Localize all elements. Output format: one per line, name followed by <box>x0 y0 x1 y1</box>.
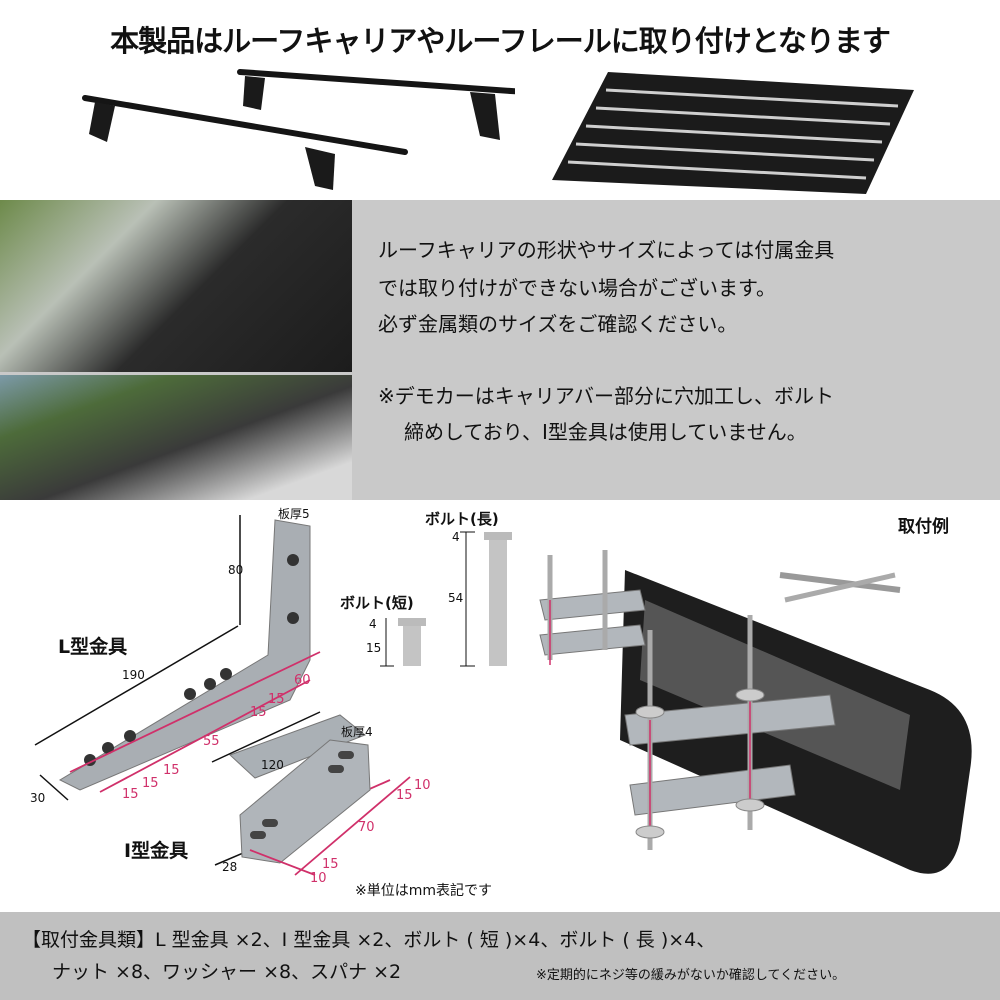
mounting-example-image <box>539 550 972 874</box>
bolt-long-label: ボルト(長) <box>425 510 499 528</box>
i-bracket-label: I型金具 <box>124 840 189 862</box>
bracket-diagram <box>34 515 391 910</box>
l-bracket-label: L型金具 <box>58 636 128 658</box>
bolts-image <box>380 531 512 667</box>
bolt-short-shaft: 15 <box>366 641 382 655</box>
i-dim-15: 15 <box>322 857 339 872</box>
included-parts-line1: 【取付金具類】L 型金具 ×2、I 型金具 ×2、ボルト ( 短 )×4、ボルト… <box>22 929 716 951</box>
roof-bars-image <box>82 69 515 190</box>
l-height: 80 <box>228 563 244 577</box>
maintenance-note: ※定期的にネジ等の緩みがないか確認してください。 <box>536 968 846 983</box>
l-dim-15: 15 <box>268 692 285 707</box>
i-length: 120 <box>261 758 284 772</box>
bolt-short-label: ボルト(短) <box>340 594 414 612</box>
i-bracket-image <box>239 739 411 876</box>
roof-rack-platform-image <box>552 72 914 194</box>
bolt-short-head: 4 <box>369 617 377 631</box>
l-dim-60: 60 <box>294 673 311 688</box>
notice-note: ※デモカーはキャリアバー部分に穴加工し、ボルト <box>378 384 834 408</box>
l-dim-15: 15 <box>250 705 267 720</box>
mount-photo-2 <box>0 375 352 500</box>
i-dim-10: 10 <box>310 871 327 886</box>
l-dim-15: 15 <box>163 763 180 778</box>
bolt-long-head: 4 <box>452 530 460 544</box>
l-dim-15: 15 <box>122 787 139 802</box>
l-length: 190 <box>122 668 145 682</box>
notice-line: 必ず金属類のサイズをご確認ください。 <box>378 312 738 336</box>
i-dim-70: 70 <box>358 820 375 835</box>
mount-photo-1 <box>0 200 352 372</box>
notice-line: では取り付けができない場合がございます。 <box>378 276 776 300</box>
included-parts-line2: ナット ×8、ワッシャー ×8、スパナ ×2 <box>52 961 402 983</box>
l-dim-15: 15 <box>142 776 159 791</box>
notice-note: 締めしており、I型金具は使用していません。 <box>404 420 807 444</box>
i-dim-15: 15 <box>396 788 413 803</box>
l-thickness: 板厚5 <box>278 507 310 521</box>
example-label: 取付例 <box>898 517 949 537</box>
page-title: 本製品はルーフキャリアやルーフレールに取り付けとなります <box>110 24 891 58</box>
i-thickness: 板厚4 <box>341 725 373 739</box>
included-parts-bar <box>0 912 1000 1000</box>
unit-note: ※単位はmm表記です <box>355 883 493 899</box>
l-dim-55: 55 <box>203 734 220 749</box>
bolt-long-shaft: 54 <box>448 591 464 605</box>
notice-line: ルーフキャリアの形状やサイズによっては付属金具 <box>378 238 835 262</box>
l-width: 30 <box>30 791 46 805</box>
i-width: 28 <box>222 860 238 874</box>
i-dim-10: 10 <box>414 778 431 793</box>
